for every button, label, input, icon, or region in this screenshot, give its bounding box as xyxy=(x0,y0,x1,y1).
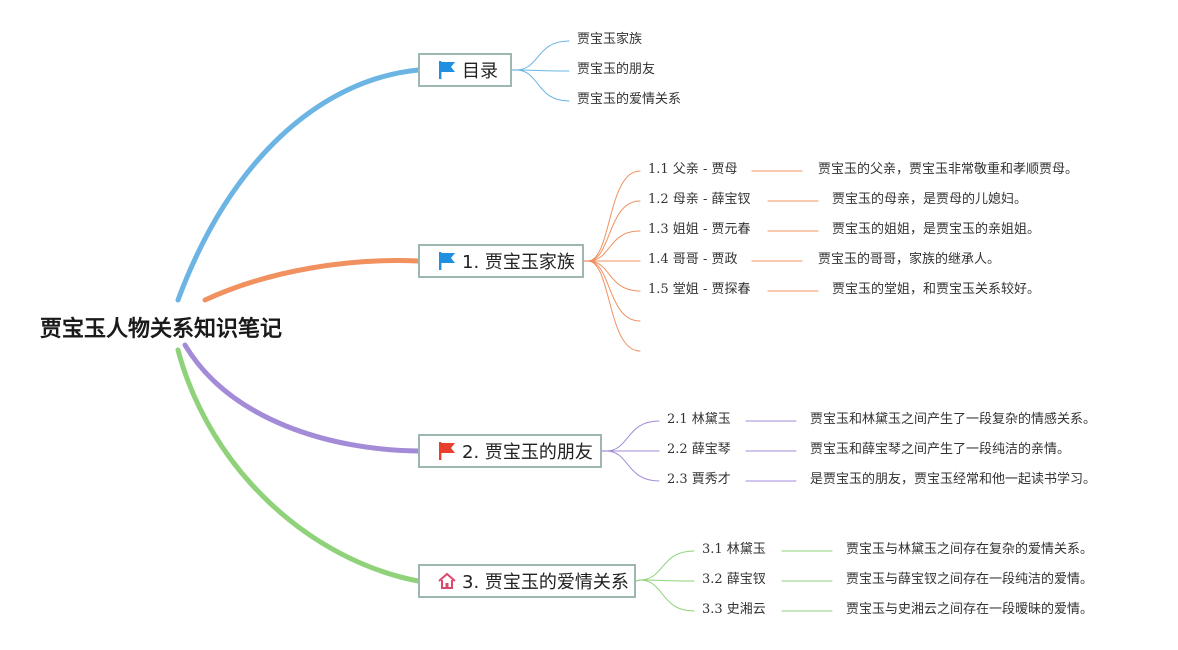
child-connector xyxy=(587,260,641,322)
home-icon xyxy=(436,570,458,592)
branch-toc-node[interactable]: 目录 xyxy=(418,53,512,87)
child-connector xyxy=(515,69,570,72)
branch-label: 3. 贾宝玉的爱情关系 xyxy=(462,572,629,593)
child-topic[interactable]: 2.1 林黛玉 xyxy=(667,412,731,427)
detail-topic[interactable]: 贾宝玉与林黛玉之间存在复杂的爱情关系。 xyxy=(846,542,1094,557)
child-connector xyxy=(587,260,641,352)
branch-toc-connector xyxy=(175,67,421,303)
branch-label: 1. 贾宝玉家族 xyxy=(462,252,575,273)
branch-label: 2. 贾宝玉的朋友 xyxy=(462,442,593,463)
child-topic[interactable]: 1.5 堂姐 - 贾探春 xyxy=(648,282,751,297)
branch-family-node[interactable]: 1. 贾宝玉家族 xyxy=(418,244,584,278)
detail-topic[interactable]: 贾宝玉与史湘云之间存在一段暧昧的爱情。 xyxy=(846,602,1094,617)
detail-topic[interactable]: 贾宝玉和薛宝琴之间产生了一段纯洁的亲情。 xyxy=(810,442,1071,457)
child-connector xyxy=(639,579,695,612)
child-topic[interactable]: 贾宝玉的爱情关系 xyxy=(577,92,682,107)
detail-topic[interactable]: 贾宝玉的父亲，贾宝玉非常敬重和孝顺贾母。 xyxy=(818,162,1079,177)
branch-love-connector xyxy=(175,347,421,584)
blue-flag-icon xyxy=(436,250,458,272)
detail-topic[interactable]: 是贾宝玉的朋友，贾宝玉经常和他一起读书学习。 xyxy=(810,472,1097,487)
branch-label: 目录 xyxy=(462,61,498,82)
child-connector xyxy=(639,550,695,581)
child-topic[interactable]: 贾宝玉家族 xyxy=(577,32,643,47)
child-connector xyxy=(515,69,570,102)
child-topic[interactable]: 2.2 薛宝琴 xyxy=(667,442,731,457)
child-topic[interactable]: 2.3 賈秀才 xyxy=(667,472,731,487)
child-connector xyxy=(587,170,641,262)
branch-family-connector xyxy=(202,258,421,303)
child-topic[interactable]: 1.4 哥哥 - 贾政 xyxy=(648,252,738,267)
child-topic[interactable]: 1.2 母亲 - 薛宝钗 xyxy=(648,192,751,207)
red-flag-icon xyxy=(436,440,458,462)
root-topic[interactable]: 贾宝玉人物关系知识笔记 xyxy=(40,317,283,342)
detail-topic[interactable]: 贾宝玉的堂姐，和贾宝玉关系较好。 xyxy=(832,282,1041,297)
child-topic[interactable]: 3.1 林黛玉 xyxy=(702,542,766,557)
branch-love-node[interactable]: 3. 贾宝玉的爱情关系 xyxy=(418,564,636,598)
child-topic[interactable]: 1.1 父亲 - 贾母 xyxy=(648,162,738,177)
child-connector xyxy=(639,579,695,582)
child-connector xyxy=(587,260,641,292)
child-connector xyxy=(605,420,660,452)
detail-topic[interactable]: 贾宝玉的姐姐，是贾宝玉的亲姐姐。 xyxy=(832,222,1041,237)
child-topic[interactable]: 1.3 姐姐 - 贾元春 xyxy=(648,222,751,237)
child-connector xyxy=(515,40,570,71)
detail-topic[interactable]: 贾宝玉与薛宝钗之间存在一段纯洁的爱情。 xyxy=(846,572,1094,587)
detail-topic[interactable]: 贾宝玉和林黛玉之间产生了一段复杂的情感关系。 xyxy=(810,412,1097,427)
child-topic[interactable]: 3.3 史湘云 xyxy=(702,602,766,617)
child-connector xyxy=(605,450,660,482)
branch-friends-connector xyxy=(182,342,421,454)
child-connector xyxy=(587,230,641,262)
branch-love-stub xyxy=(635,579,641,582)
child-topic[interactable]: 贾宝玉的朋友 xyxy=(577,62,656,77)
detail-topic[interactable]: 贾宝玉的哥哥，家族的继承人。 xyxy=(818,252,1001,267)
branch-friends-node[interactable]: 2. 贾宝玉的朋友 xyxy=(418,434,602,468)
child-topic[interactable]: 3.2 薛宝钗 xyxy=(702,572,766,587)
blue-flag-icon xyxy=(436,59,458,81)
child-connector xyxy=(587,200,641,262)
detail-topic[interactable]: 贾宝玉的母亲，是贾母的儿媳妇。 xyxy=(832,192,1028,207)
